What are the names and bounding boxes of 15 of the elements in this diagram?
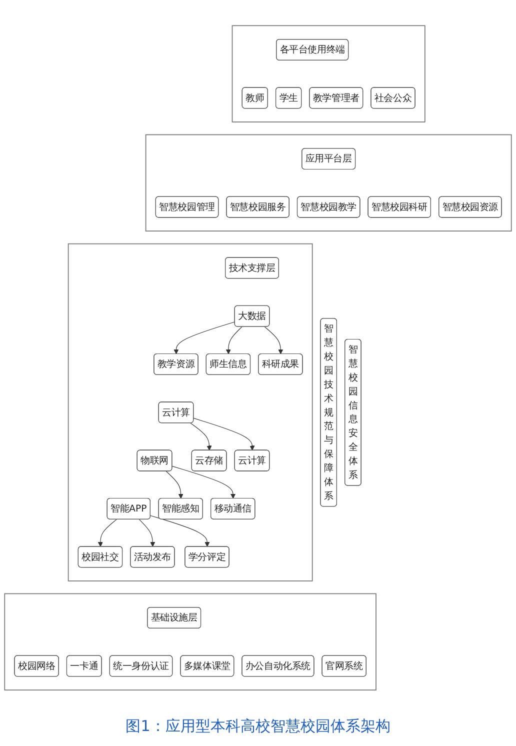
arrow (226, 326, 242, 354)
cluster (4, 593, 376, 691)
figure-caption: 图1：应用型本科高校智慧校园体系架构 (126, 717, 390, 735)
arrow (172, 466, 236, 499)
arrow (166, 471, 184, 499)
arrow (150, 515, 210, 548)
cluster (145, 134, 512, 232)
arrow (138, 519, 156, 548)
arrow (190, 422, 212, 451)
cluster (68, 244, 313, 582)
arrow (264, 326, 284, 354)
arrow (174, 322, 236, 354)
cluster (232, 25, 426, 123)
arrow (193, 418, 255, 451)
arrow (98, 519, 117, 548)
